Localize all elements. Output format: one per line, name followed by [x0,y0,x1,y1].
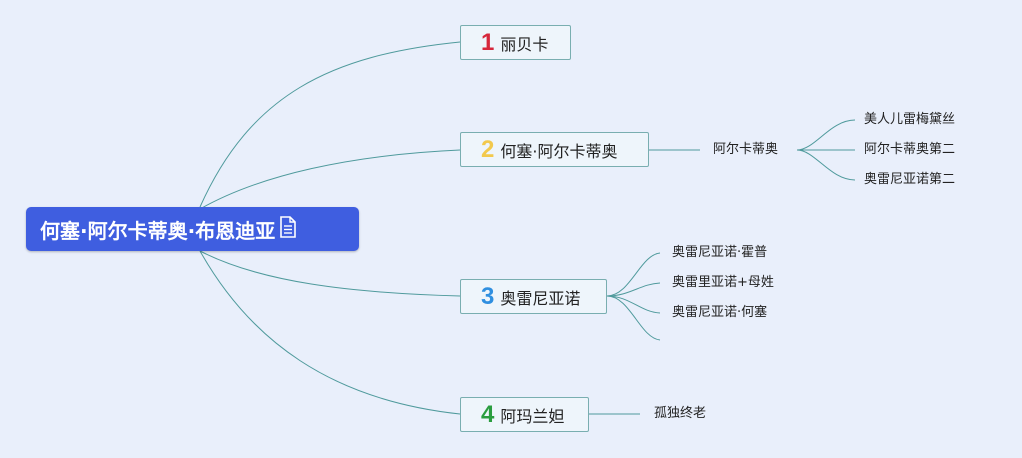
subtopic-b3-c1[interactable]: 奥雷尼亚诺·霍普 [672,245,768,260]
branch-topic-1[interactable]: 1 丽贝卡 [460,25,571,60]
branch-number-3: 3 [481,282,495,310]
root-topic[interactable]: 何塞·阿尔卡蒂奥·布恩迪亚 [26,207,359,251]
link-gc-3 [796,149,856,181]
branch-label-2: 何塞·阿尔卡蒂奥 [500,141,618,161]
branch-label-3: 奥雷尼亚诺 [500,288,581,308]
branch-number-1: 1 [481,28,495,56]
branch-label-1: 丽贝卡 [500,34,549,54]
note-icon[interactable] [279,215,297,243]
branch-topic-2[interactable]: 2 何塞·阿尔卡蒂奥 [460,132,649,167]
subtopic-b3-c2[interactable]: 奥雷里亚诺+母姓 [672,275,774,290]
subtopic-b3-c3[interactable]: 奥雷尼亚诺·何塞 [672,305,768,320]
subtopic-b2-gc-1[interactable]: 美人儿雷梅黛丝 [864,112,956,127]
link-root-b1 [199,41,461,208]
subtopic-b2-gc-3[interactable]: 奥雷尼亚诺第二 [864,172,956,187]
branch-topic-3[interactable]: 3 奥雷尼亚诺 [460,279,607,314]
branch-number-2: 2 [481,135,495,163]
link-b3-c1 [606,252,661,297]
link-b3-c3 [606,295,661,314]
subtopic-b4-child[interactable]: 孤独终老 [654,406,707,421]
link-gc-1 [796,119,856,151]
subtopic-b2-child[interactable]: 阿尔卡蒂奥 [713,142,779,157]
branch-label-4: 阿玛兰妲 [500,406,565,426]
link-root-b4 [199,250,461,415]
branch-topic-4[interactable]: 4 阿玛兰妲 [460,397,589,432]
link-b3-c4 [606,295,661,341]
branch-number-4: 4 [481,400,495,428]
link-b3-c2 [606,282,661,297]
root-topic-label: 何塞·阿尔卡蒂奥·布恩迪亚 [40,218,276,243]
subtopic-b2-gc-2[interactable]: 阿尔卡蒂奥第二 [864,142,956,157]
link-root-b2 [199,149,461,210]
link-root-b3 [199,250,461,297]
